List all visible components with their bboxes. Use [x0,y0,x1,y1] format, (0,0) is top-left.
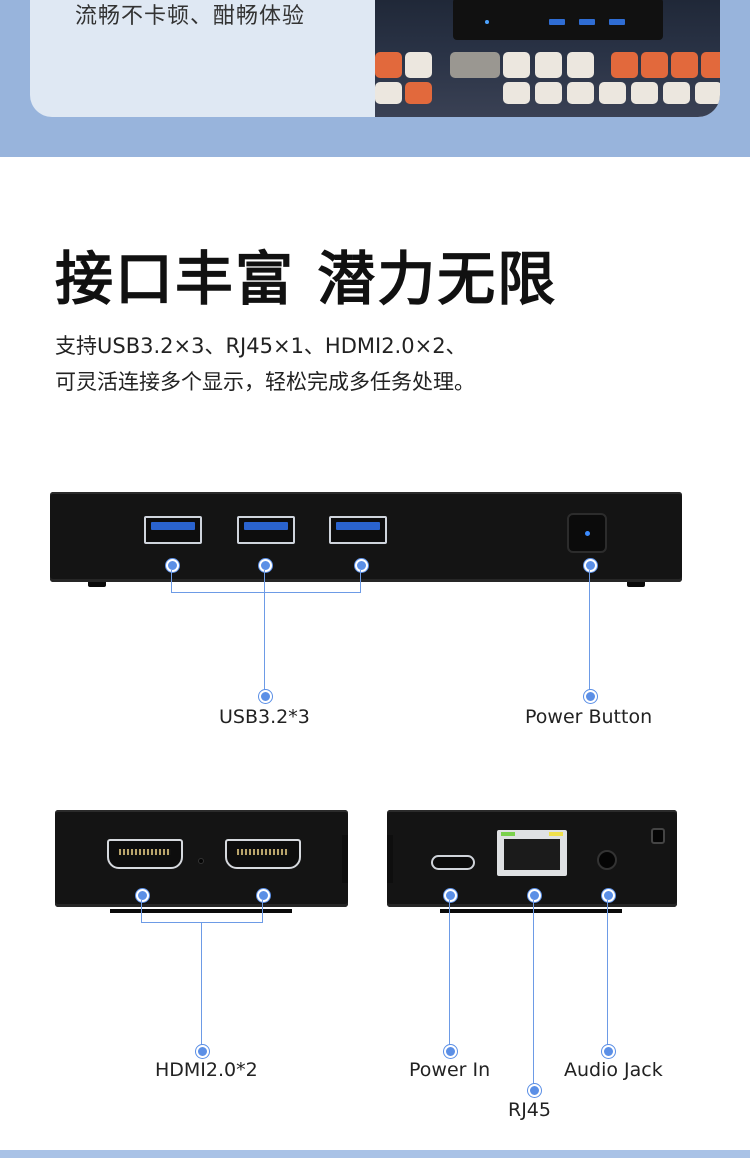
audio-jack-label-dot [602,1045,615,1058]
hdmi-port-1 [107,839,183,869]
description-line-2: 可灵活连接多个显示，轻松完成多任务处理。 [55,370,475,394]
pinhole-icon [198,858,204,864]
kensington-lock-icon [651,828,665,844]
callout-line [533,900,534,1085]
callout-line [589,570,590,690]
usb-port-1 [144,516,202,544]
description-line-1: 支持USB3.2×3、RJ45×1、HDMI2.0×2、 [55,334,467,358]
usb-port-2 [237,516,295,544]
rj45-label: RJ45 [508,1099,551,1121]
callout-line [264,570,265,690]
callout-line [171,570,172,592]
callout-line [201,922,202,1045]
usb-callout-dot [259,559,272,572]
usb-c-port [431,855,475,870]
rj45-callout-dot [528,889,541,902]
device-foot [627,582,645,587]
callout-line [449,900,450,1045]
callout-line [141,900,142,922]
hdmi-label: HDMI2.0*2 [155,1059,258,1081]
power-in-label-dot [444,1045,457,1058]
device-edge [342,835,348,883]
audio-jack-callout-dot [602,889,615,902]
hdmi-callout-dot [257,889,270,902]
keyboard-image [375,52,720,117]
device-base [440,909,622,913]
audio-jack-label: Audio Jack [564,1059,663,1081]
usb-label: USB3.2*3 [219,706,310,728]
rj45-port [497,830,567,876]
hdmi-side-device [55,810,348,907]
callout-line [171,592,361,593]
usb-port-3 [329,516,387,544]
power-button-label-dot [584,690,597,703]
power-in-callout-dot [444,889,457,902]
product-photo [375,0,720,117]
power-in-label: Power In [409,1059,491,1081]
usb-callout-dot [355,559,368,572]
callout-line [360,570,361,592]
audio-jack-port [597,850,617,870]
hdmi-label-dot [196,1045,209,1058]
power-button-callout-dot [584,559,597,572]
device-edge [387,835,393,883]
device-foot [88,582,106,587]
power-button-label: Power Button [525,706,653,728]
callout-line [607,900,608,1045]
rj45-label-dot [528,1084,541,1097]
usb-label-dot [259,690,272,703]
hdmi-callout-dot [136,889,149,902]
front-panel-device [50,492,682,582]
callout-line [262,900,263,922]
device-base [110,909,292,913]
power-button-image [567,513,607,553]
bottom-band [0,1150,750,1158]
mini-pc-image [453,0,663,40]
usb-callout-dot [166,559,179,572]
page-title: 接口丰富 潜力无限 [55,245,558,313]
callout-line [141,922,263,923]
hdmi-port-2 [225,839,301,869]
feature-card-text: 流畅不卡顿、酣畅体验 [75,4,306,29]
power-led-icon [585,531,590,536]
feature-card: 流畅不卡顿、酣畅体验 [30,0,720,117]
